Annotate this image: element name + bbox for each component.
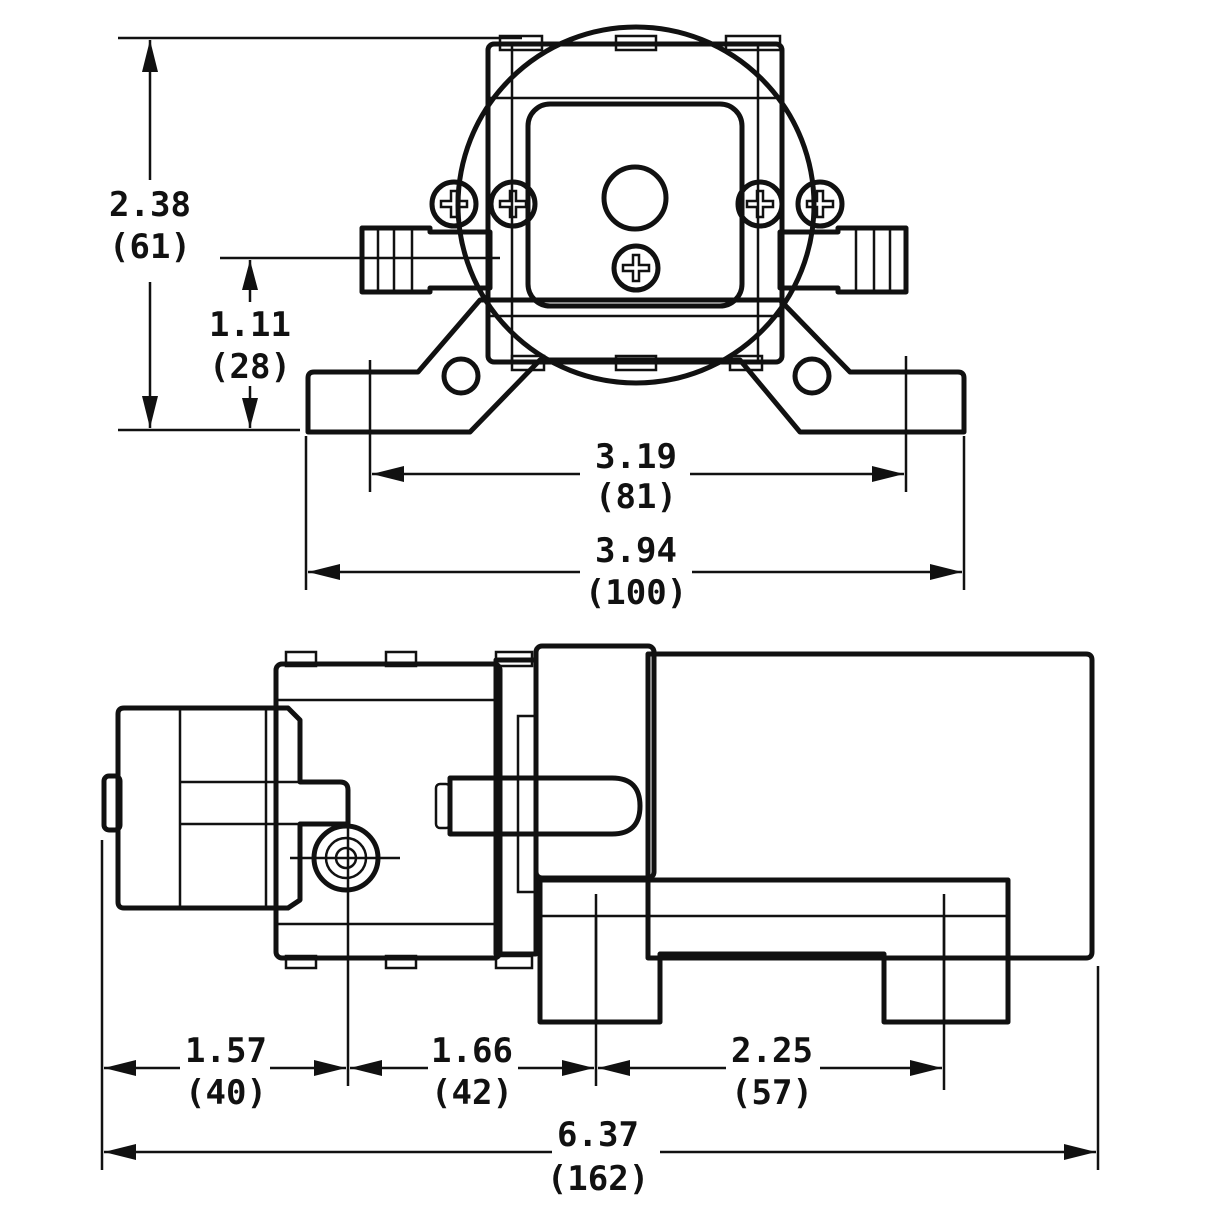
dim-mount-side-mm: (57)	[731, 1073, 813, 1113]
screw-icon	[798, 182, 842, 226]
side-pump-housing	[273, 661, 503, 961]
front-cover-plate	[525, 101, 745, 309]
dim-base-width-mm: (100)	[585, 573, 687, 613]
side-mount-bracket	[537, 877, 1011, 1025]
inlet-barb	[359, 225, 493, 295]
dim-inlet-mm: (28)	[209, 347, 291, 387]
mount-hole-left	[441, 356, 481, 396]
dim-mount-front-mm: (81)	[595, 477, 677, 517]
dim-base-width-inch: 3.94	[595, 531, 677, 571]
screw-icon	[738, 182, 782, 226]
motor-can	[645, 651, 1095, 961]
dim-port-mount-inch: 1.66	[431, 1031, 513, 1071]
front-dimensions: 2.38 (61) 1.11 (28) 3.19 (81) 3.94 (100)	[109, 36, 966, 613]
dim-head-port-inch: 1.57	[185, 1031, 267, 1071]
side-port	[290, 823, 400, 893]
front-base-plate	[305, 297, 967, 435]
screw-icon	[432, 182, 476, 226]
dim-inlet-inch: 1.11	[209, 305, 291, 345]
dim-mount-front-inch: 3.19	[595, 437, 677, 477]
front-center-port	[601, 164, 669, 232]
dim-port-mount-mm: (42)	[431, 1073, 513, 1113]
dim-overall-inch: 6.37	[557, 1115, 639, 1155]
dim-height-inch: 2.38	[109, 185, 191, 225]
dim-overall-mm: (162)	[547, 1159, 649, 1199]
motor-end-bell	[533, 643, 657, 881]
dim-mount-side-inch: 2.25	[731, 1031, 813, 1071]
front-view	[220, 24, 967, 435]
dim-head-port-mm: (40)	[185, 1073, 267, 1113]
mount-hole-right	[792, 356, 832, 396]
side-dimensions: 1.57 (40) 1.66 (42) 2.25 (57) 6.37 (162)	[100, 824, 1100, 1199]
side-pump-head	[115, 705, 351, 911]
front-pump-body	[455, 24, 817, 386]
side-view	[101, 643, 1095, 1025]
side-shaft	[447, 775, 643, 837]
dim-height-mm: (61)	[109, 227, 191, 267]
screw-icon	[614, 246, 658, 290]
